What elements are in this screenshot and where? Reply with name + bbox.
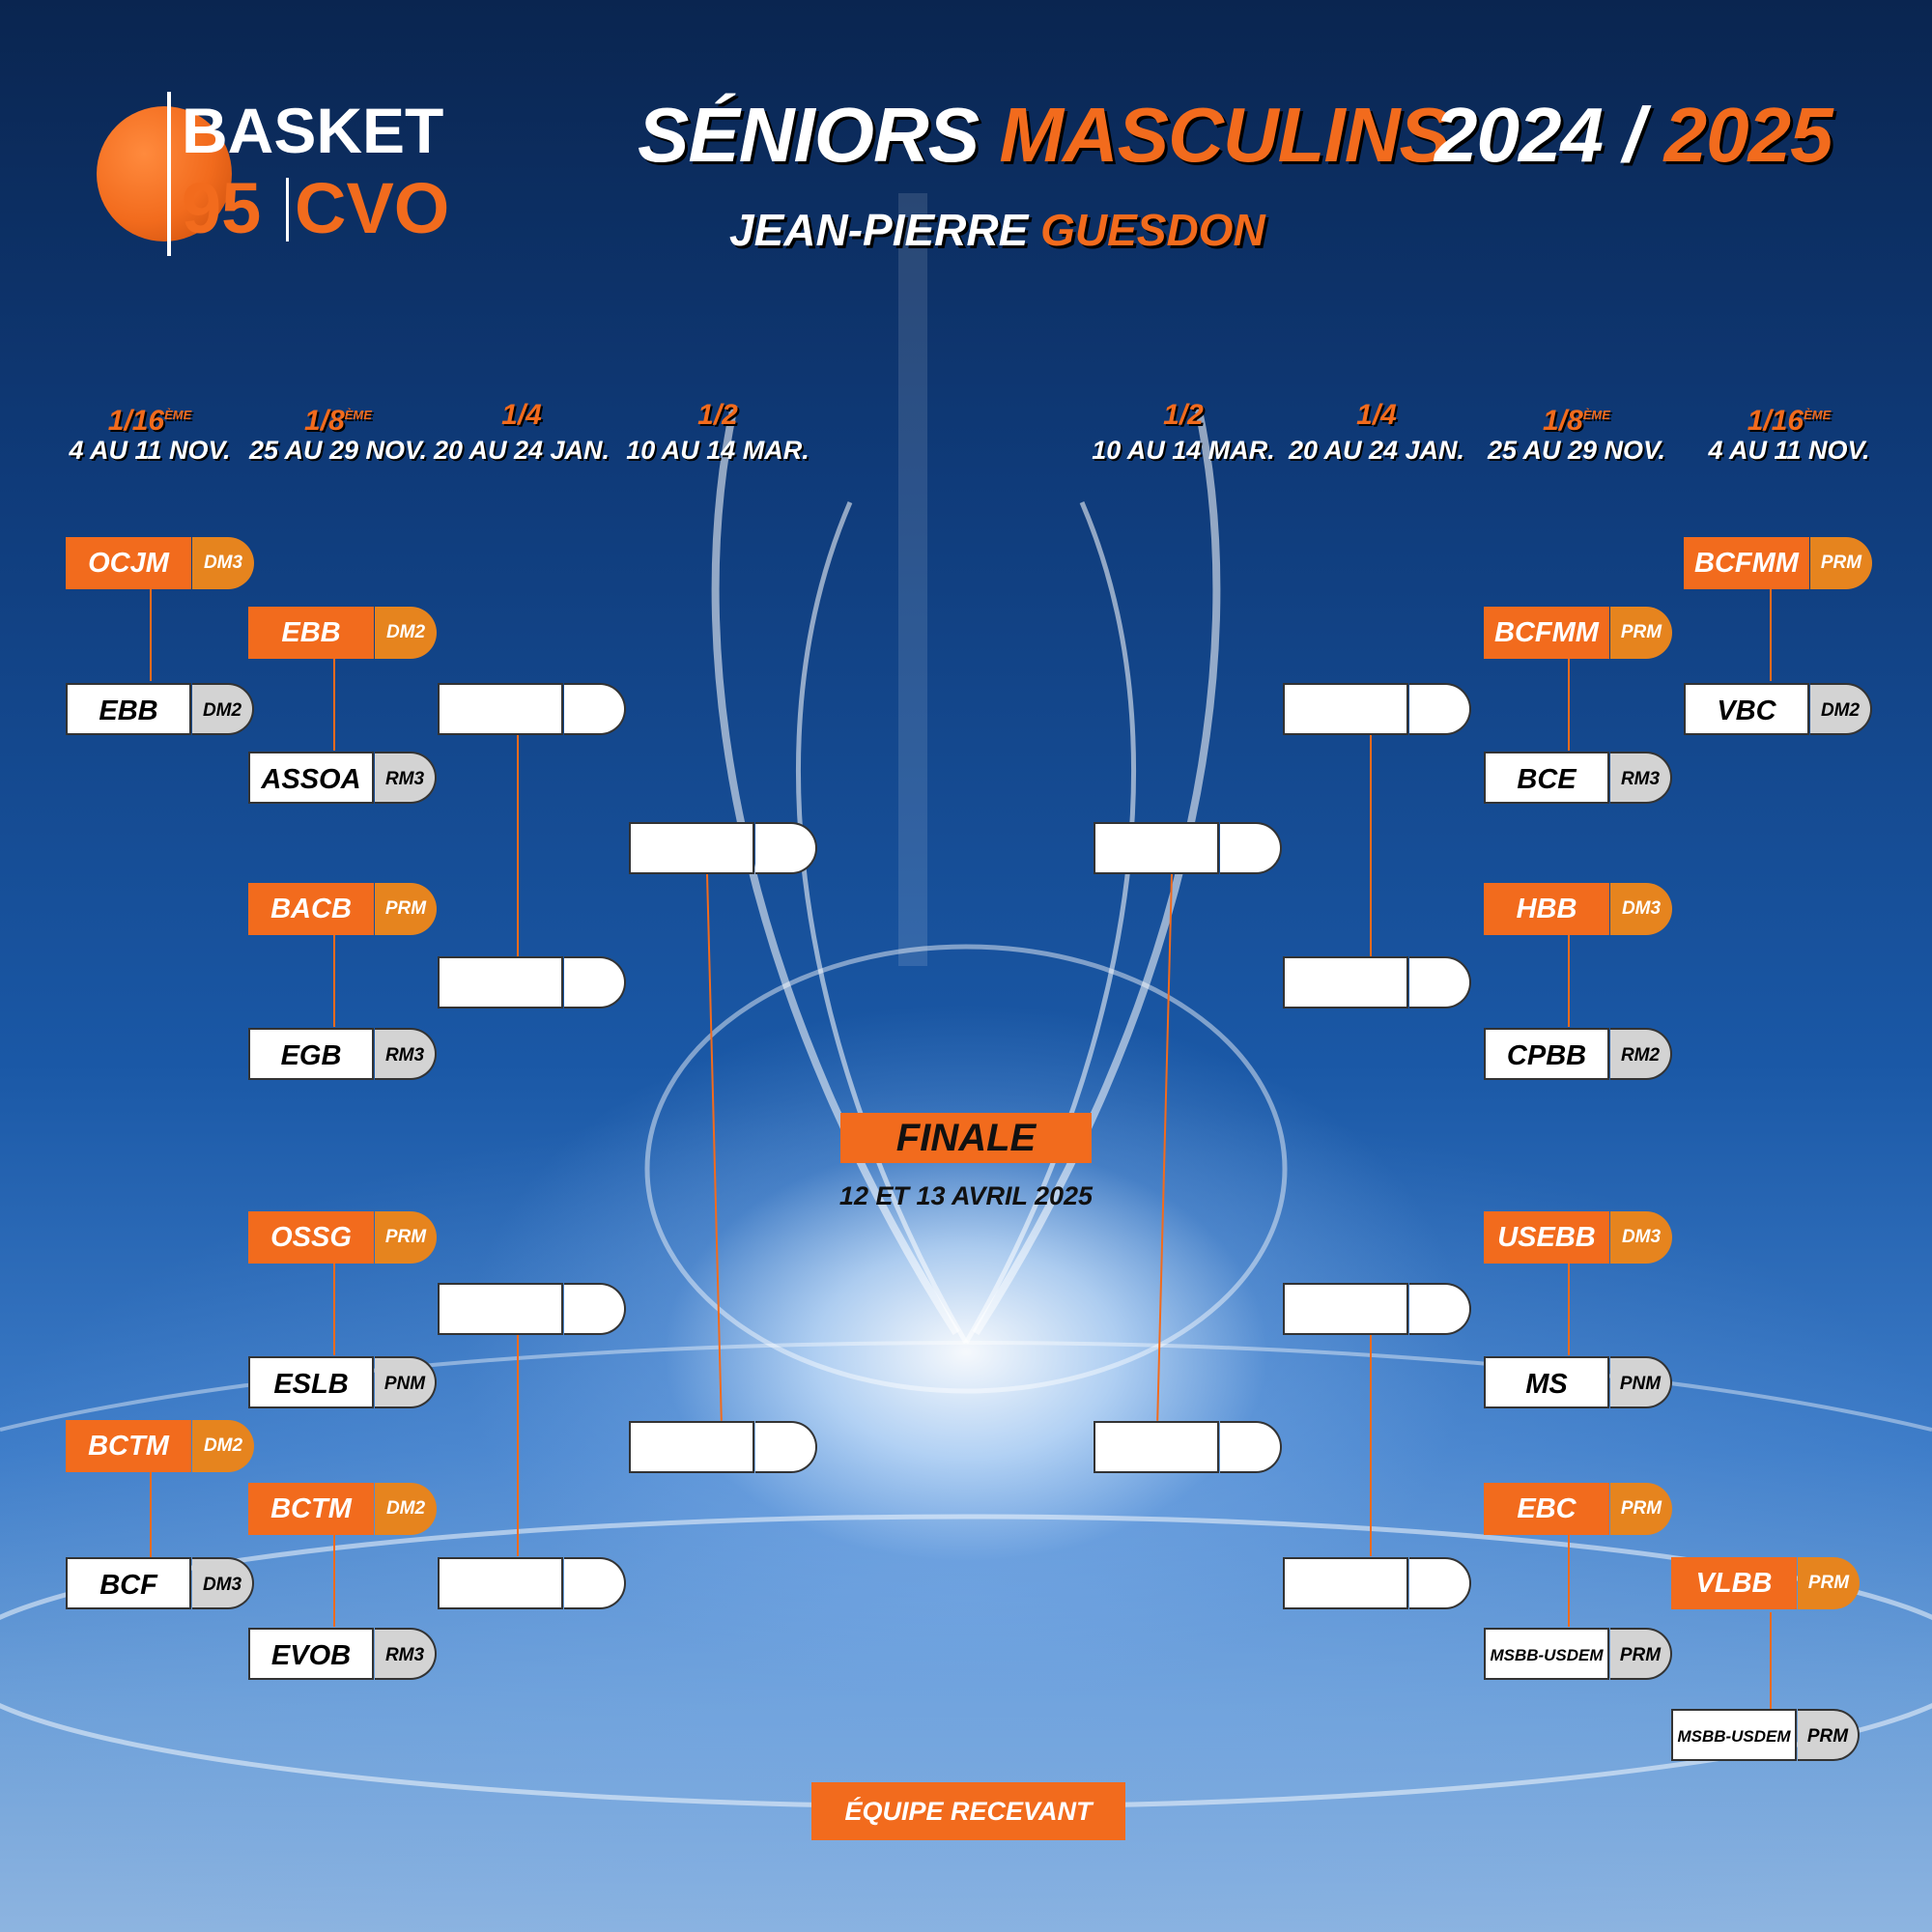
round-header-left-r8: 1/8ÈME 25 AU 29 NOV. — [248, 405, 428, 465]
connector — [1770, 1612, 1772, 1709]
connector — [1568, 935, 1570, 1027]
title-masculins: MASCULINS — [999, 92, 1451, 178]
team-level-badge: DM2 — [1810, 683, 1872, 735]
round-header-left-r16: 1/16ÈME 4 AU 11 NOV. — [69, 405, 231, 465]
logo-cvo: CVO — [295, 168, 450, 248]
team-name: CPBB — [1484, 1028, 1609, 1080]
team-name: BCE — [1484, 752, 1609, 804]
team-level-badge: RM3 — [375, 1028, 437, 1080]
legend-home-team: ÉQUIPE RECEVANT — [811, 1782, 1125, 1840]
team-name: MSBB-USDEM — [1484, 1628, 1609, 1680]
round-header-right-qf: 1/4 20 AU 24 JAN. — [1288, 399, 1465, 465]
team-name: BCF — [66, 1557, 191, 1609]
team-level-badge: PRM — [1798, 1709, 1860, 1761]
connector — [1370, 735, 1372, 956]
connector — [333, 1264, 335, 1355]
team-name: EBB — [248, 607, 374, 659]
team-name: BCFMM — [1684, 537, 1809, 589]
basketball-logo-icon — [97, 106, 232, 242]
season-start: 2024 / — [1435, 92, 1644, 178]
connector — [517, 735, 519, 956]
round-header-right-sf: 1/2 10 AU 14 MAR. — [1092, 399, 1275, 465]
team-level-badge: DM2 — [375, 1483, 437, 1535]
team-level-badge: PNM — [1610, 1356, 1672, 1408]
connector — [1568, 1535, 1570, 1627]
round-header-right-r16: 1/16ÈME 4 AU 11 NOV. — [1708, 405, 1870, 465]
team-level-badge: PRM — [1810, 537, 1872, 589]
team-level-badge: DM2 — [192, 1420, 254, 1472]
season-end: 2025 — [1663, 92, 1833, 178]
connector — [1568, 1264, 1570, 1355]
team-level-badge: RM2 — [1610, 1028, 1672, 1080]
team-level-badge: RM3 — [375, 752, 437, 804]
team-level-badge: DM2 — [375, 607, 437, 659]
team-name: USEBB — [1484, 1211, 1609, 1264]
connector — [1770, 589, 1772, 681]
team-level-badge: DM3 — [1610, 1211, 1672, 1264]
team-name: EVOB — [248, 1628, 374, 1680]
finale-label: FINALE — [840, 1113, 1092, 1163]
finale-dates: 12 ET 13 AVRIL 2025 — [838, 1181, 1094, 1210]
team-level-badge: PRM — [375, 883, 437, 935]
team-level-badge: DM3 — [192, 1557, 254, 1609]
team-name: EBC — [1484, 1483, 1609, 1535]
connector — [333, 935, 335, 1027]
team-name: OCJM — [66, 537, 191, 589]
team-level-badge: RM3 — [375, 1628, 437, 1680]
team-name: ASSOA — [248, 752, 374, 804]
team-level-badge: PRM — [1610, 1628, 1672, 1680]
team-name: ESLB — [248, 1356, 374, 1408]
team-name: HBB — [1484, 883, 1609, 935]
team-level-badge: PRM — [1798, 1557, 1860, 1609]
team-name: OSSG — [248, 1211, 374, 1264]
team-name: BCFMM — [1484, 607, 1609, 659]
team-level-badge: PRM — [375, 1211, 437, 1264]
team-level-badge: PRM — [1610, 1483, 1672, 1535]
team-level-badge: DM2 — [192, 683, 254, 735]
logo-divider — [167, 92, 171, 256]
connector — [1568, 659, 1570, 751]
team-name: EBB — [66, 683, 191, 735]
round-header-left-qf: 1/4 20 AU 24 JAN. — [433, 399, 611, 465]
team-name: BCTM — [248, 1483, 374, 1535]
subtitle-last: GUESDON — [1040, 205, 1265, 255]
connector — [1370, 1335, 1372, 1556]
team-level-badge: RM3 — [1610, 752, 1672, 804]
subtitle-first: JEAN-PIERRE — [729, 205, 1029, 255]
team-name: MS — [1484, 1356, 1609, 1408]
round-header-left-sf: 1/2 10 AU 14 MAR. — [626, 399, 810, 465]
team-name: EGB — [248, 1028, 374, 1080]
team-name: BCTM — [66, 1420, 191, 1472]
connector — [333, 1535, 335, 1627]
logo-divider-small — [286, 178, 289, 242]
team-name: MSBB-USDEM — [1671, 1709, 1797, 1761]
round-header-right-r8: 1/8ÈME 25 AU 29 NOV. — [1487, 405, 1666, 465]
logo-basket: BASKET — [182, 95, 444, 166]
season: 2024 / 2025 — [1435, 92, 1833, 179]
team-level-badge: PNM — [375, 1356, 437, 1408]
connector — [150, 1472, 152, 1557]
page-subtitle: JEAN-PIERRE GUESDON — [729, 201, 1265, 259]
team-level-badge: DM3 — [1610, 883, 1672, 935]
connector — [150, 589, 152, 681]
connector — [333, 659, 335, 751]
team-level-badge: DM3 — [192, 537, 254, 589]
team-level-badge: PRM — [1610, 607, 1672, 659]
title-seniors: SÉNIORS — [638, 92, 980, 178]
team-name: VLBB — [1671, 1557, 1797, 1609]
logo-95: 95 — [182, 168, 262, 248]
connector — [517, 1335, 519, 1556]
team-name: VBC — [1684, 683, 1809, 735]
team-name: BACB — [248, 883, 374, 935]
page-title: SÉNIORS MASCULINS — [638, 92, 1451, 179]
